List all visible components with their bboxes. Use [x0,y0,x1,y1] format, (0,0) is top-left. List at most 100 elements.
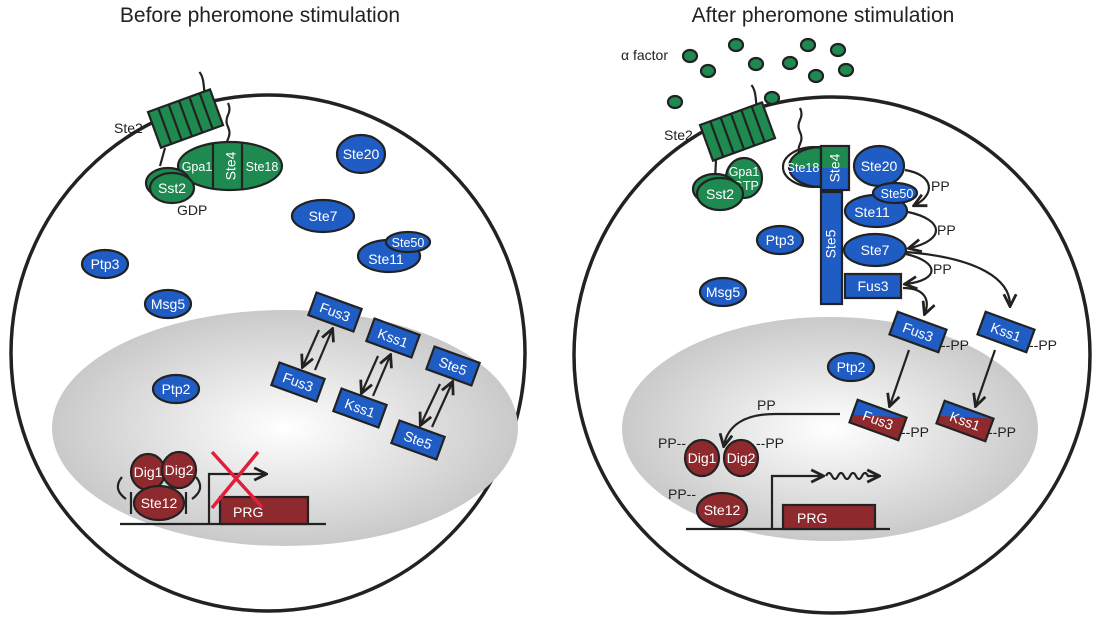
msg5-after [698,276,748,308]
kss1-bottom-before: Kss1 [331,387,389,429]
fus3-import-arrow [303,329,321,366]
kss1-import-arrow-after [976,349,997,405]
kss1-nuclear-pp: --PP [988,424,1016,440]
sst2-before [148,171,196,205]
ste20-to-ste11-arrow [904,168,931,205]
dig1-pp: PP-- [658,435,686,451]
gpa1-label-before: Gpa1 [182,160,213,174]
kss1-export-arrow [371,356,390,397]
ste5-scaffold-after [819,190,844,306]
gdp-label-before: GDP [177,202,207,218]
fus3-bottom-before: Fus3 [269,361,327,403]
ste50-label-after: Ste50 [881,187,914,201]
fus3-release-arrow [902,286,927,313]
ste20-label-after: Ste20 [861,158,898,174]
ptp3-label-after: Ptp3 [766,232,795,248]
sst2-after [695,176,745,212]
fus3-nuclear-pp: --PP [901,424,929,440]
lipid-anchor-after [797,107,803,157]
kss1-cyto-after: Kss1 [976,310,1036,354]
msg5-before [143,288,193,320]
ptp3-before [80,248,130,280]
ste5-top-before: Ste5 [424,345,482,387]
ste12-after [695,491,749,529]
ste2-label-after: Ste2 [664,127,693,143]
prg-gene-before [218,495,310,526]
ste7-to-fus3-arrow [906,252,933,284]
tss-arrow-before [207,474,265,524]
ste5-import-arrow [421,383,441,424]
fus3-cyto-pp: --PP [941,337,969,353]
nucleus-after [622,317,1038,541]
ptp2-after [826,351,876,383]
dig1-label-before: Dig1 [134,464,163,480]
ste7-before [290,198,356,234]
fus3-scaffold-label-after: Fus3 [857,278,888,294]
ste20-before [335,133,387,175]
ste18-label-after: Ste18 [787,161,820,175]
dig2-after [722,438,760,478]
ste18-label-before: Ste18 [246,160,279,174]
ste5-label-after: Ste5 [823,229,839,258]
ste7-label-before: Ste7 [309,208,338,224]
ptp3-label-before: Ptp3 [91,256,120,272]
msg5-label-before: Msg5 [151,296,185,312]
ste12-pp: PP-- [668,486,696,502]
ptp2-label-after: Ptp2 [837,359,866,375]
kss1-cyto-pp: --PP [1029,337,1057,353]
ste2-label-before: Ste2 [114,120,143,136]
cell-membrane-after [572,95,1092,615]
ste4-label-after: Ste4 [827,153,843,182]
sst2-label-before: Sst2 [158,180,186,196]
mrna-transcript-icon [825,473,878,479]
alpha-factor-label: α factor [621,47,668,63]
ste4-label-before: Ste4 [223,151,239,180]
dig2-label-before: Dig2 [165,462,194,478]
ste12-label-after: Ste12 [704,502,741,518]
ste5-export-arrow [430,383,452,428]
pp-label-2: PP [937,222,956,238]
dig1-after [683,438,721,478]
ste11-to-ste7-arrow [908,210,938,248]
dig2-pp: --PP [756,435,784,451]
kss1-top-before: Kss1 [364,317,422,359]
cell-before: Ste2 Gpa1 Ste4 Ste18 Sst2 GDP Ste20 Ste7… [9,71,527,613]
gpa1-label-after: Gpa1 [729,165,760,179]
dig2-label-after: Dig2 [727,450,756,466]
g-protein-complex-before [176,140,284,192]
ptp3-after [755,224,805,256]
cell-membrane-before [9,93,527,613]
fus3-cyto-after: Fus3 [888,310,948,354]
ste50-after [871,181,919,205]
ste50-before [384,230,432,254]
repression-cross-icon [210,450,264,510]
prg-label-before: PRG [233,504,263,520]
ste5-bottom-before: Ste5 [389,419,447,461]
prg-label-after: PRG [797,510,827,526]
kss1-import-arrow [362,355,380,392]
alpha-factor-molecules [666,37,855,110]
ste2-receptor-after [698,84,777,163]
fus3-to-dig-arrow [724,412,840,445]
dig-pp-label: PP [757,397,776,413]
pp-label-1: PP [931,178,950,194]
fus3-export-arrow [313,330,332,371]
title-before: Before pheromone stimulation [120,4,400,27]
title-after: After pheromone stimulation [692,4,955,27]
prg-gene-after [781,503,877,531]
fus3-scaffold-after [843,272,903,300]
ste11-label-after: Ste11 [854,204,890,220]
dig1-label-after: Dig1 [688,450,717,466]
sst2-label-after: Sst2 [706,186,734,202]
fus3-top-before: Fus3 [306,291,364,333]
ste12-before [132,484,186,522]
ptp2-before [151,373,201,405]
ste7-label-after: Ste7 [861,242,890,258]
ste50-label-before: Ste50 [392,236,425,250]
ste12-label-before: Ste12 [141,495,178,511]
ste2-receptor-before [146,71,225,150]
tss-arrow-after [770,476,822,529]
ste20-label-before: Ste20 [343,146,380,162]
ste7-to-kss1-arrow [905,250,1010,305]
